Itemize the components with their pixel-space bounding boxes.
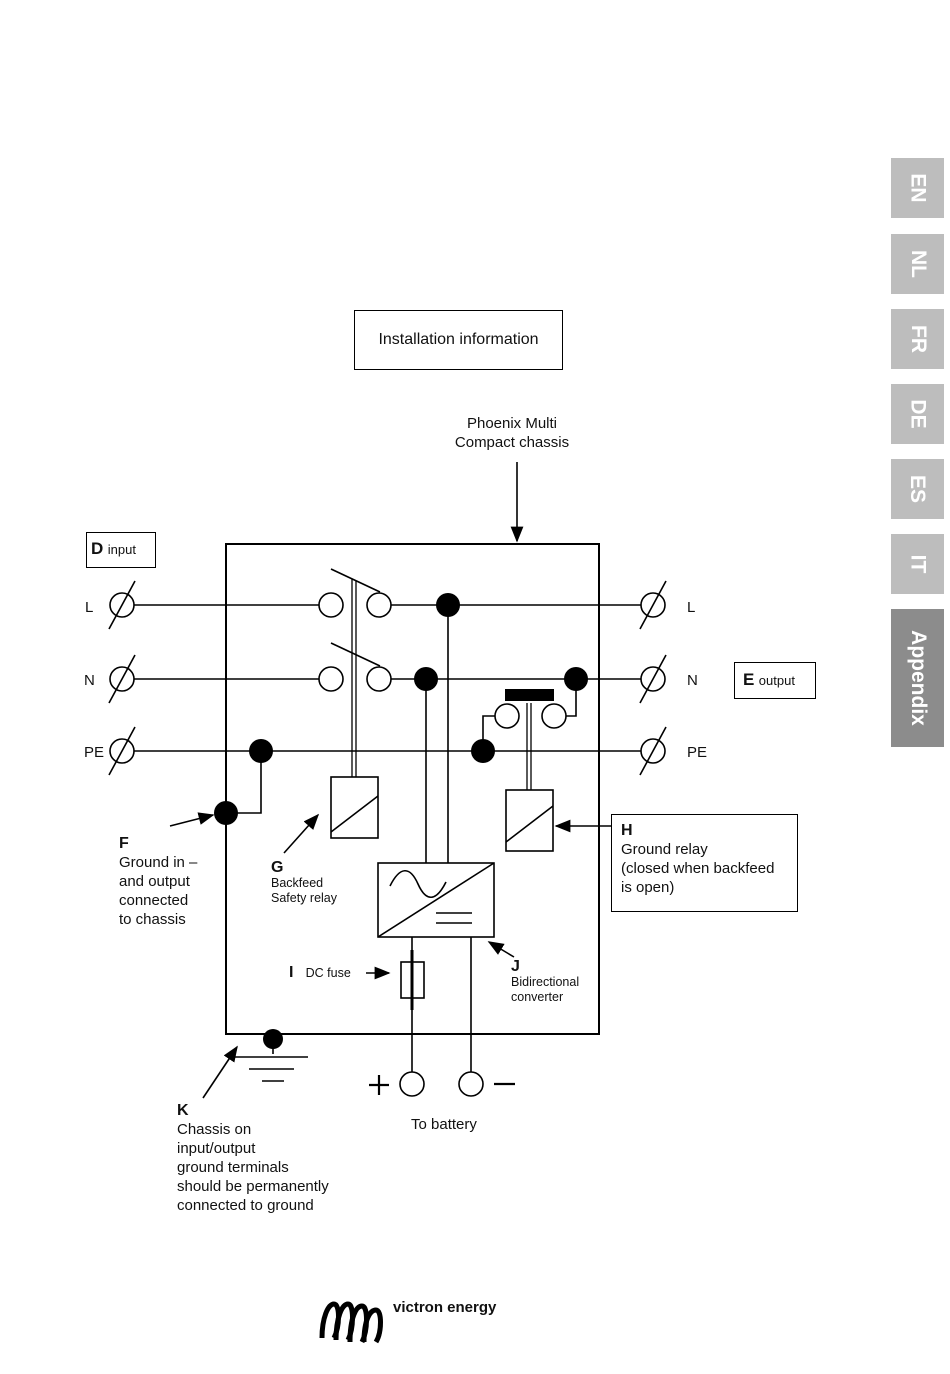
terminal-label-n-in: N bbox=[84, 672, 95, 689]
ground-relay-coil bbox=[505, 789, 554, 852]
terminal-label-l-in: L bbox=[85, 599, 94, 616]
label-h: H Ground relay (closed when backfeed is … bbox=[611, 814, 798, 912]
terminal-label-n-out: N bbox=[687, 672, 698, 689]
tab-en[interactable]: EN bbox=[891, 158, 944, 218]
battery-label: To battery bbox=[411, 1116, 477, 1133]
label-j: J Bidirectional converter bbox=[511, 958, 580, 1004]
battery-plus-terminal bbox=[399, 1071, 425, 1097]
label-g: G Backfeed Safety relay bbox=[271, 859, 338, 905]
tab-it[interactable]: IT bbox=[891, 534, 944, 594]
terminal-label-pe-out: PE bbox=[687, 744, 708, 761]
bidirectional-converter bbox=[377, 862, 495, 938]
terminal-label-l-out: L bbox=[687, 599, 696, 616]
tab-es[interactable]: ES bbox=[891, 459, 944, 519]
tab-nl[interactable]: NL bbox=[891, 234, 944, 294]
victron-logo-icon bbox=[319, 1301, 383, 1344]
label-f: F Ground in – and output connected to ch… bbox=[119, 835, 198, 928]
output-box: E output bbox=[734, 662, 816, 699]
label-i: I DC fuse bbox=[289, 964, 351, 981]
tab-fr[interactable]: FR bbox=[891, 309, 944, 369]
ground-relay-bar bbox=[505, 689, 554, 701]
battery-minus-terminal bbox=[458, 1071, 484, 1097]
page-title: Installation information bbox=[354, 310, 563, 370]
input-box: D input bbox=[86, 532, 156, 568]
tab-appendix[interactable]: Appendix bbox=[891, 609, 944, 747]
terminal-label-pe-in: PE bbox=[84, 744, 105, 761]
backfeed-relay-coil bbox=[330, 776, 379, 839]
tab-de[interactable]: DE bbox=[891, 384, 944, 444]
chassis-label: Phoenix Multi Compact chassis bbox=[454, 415, 570, 451]
brand-name: victron energy bbox=[393, 1299, 497, 1316]
backfeed-switch-l bbox=[330, 568, 381, 593]
label-k: K Chassis on input/output ground termina… bbox=[177, 1102, 329, 1214]
